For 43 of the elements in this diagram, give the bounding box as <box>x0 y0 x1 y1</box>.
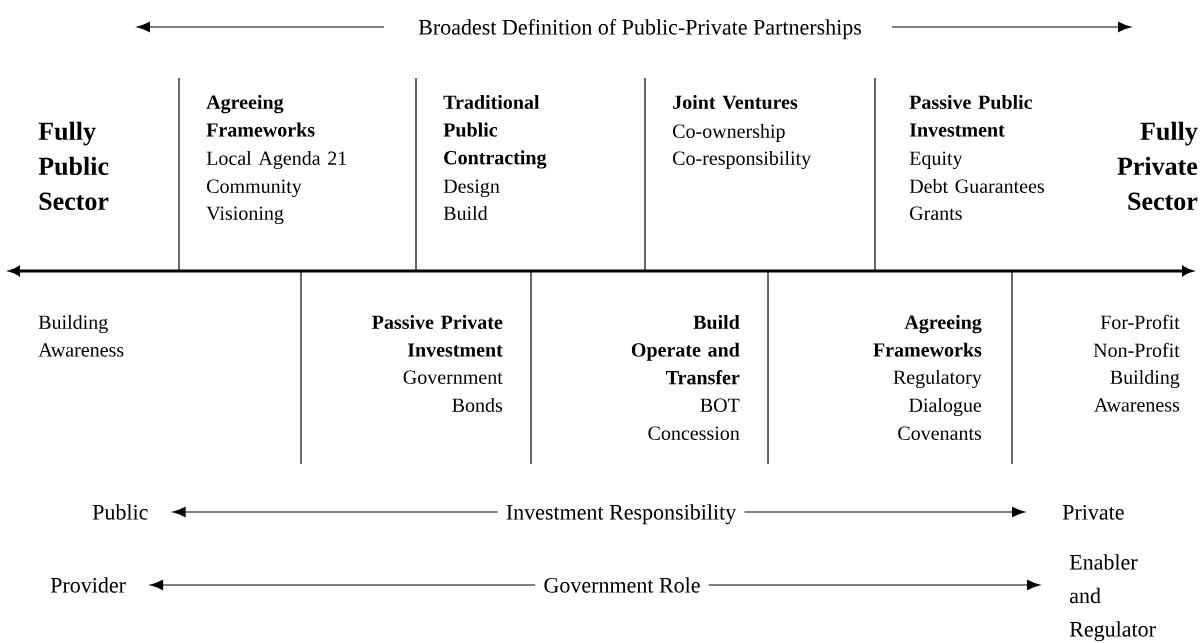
category-item: Local Agenda 21 <box>206 150 347 170</box>
category-item: Design <box>443 179 500 198</box>
arrow <box>136 21 385 33</box>
arrow <box>708 579 1041 591</box>
category-item: Equity <box>909 151 963 170</box>
category-item: Community <box>207 179 302 198</box>
category-heading: Build Operate and Transfer <box>631 314 740 385</box>
arrow <box>743 506 1026 518</box>
arrow <box>150 579 536 591</box>
category-item: Co-ownership <box>673 123 785 143</box>
scale-end-label: Private <box>1062 504 1124 520</box>
category-item: For-Profit <box>1100 314 1180 329</box>
scale-title: Investment Responsibility <box>506 504 737 525</box>
category-item: Debt Guarantees <box>909 178 1044 193</box>
arrow <box>891 21 1132 33</box>
scale-end-label: Enabler and Regulator <box>1069 554 1156 642</box>
category-heading: Passive Private Investment <box>372 314 503 357</box>
arrow <box>172 506 499 518</box>
category-item: Building Awareness <box>38 314 124 357</box>
category-heading: Traditional Public Contracting <box>443 94 547 169</box>
category-item: Co-responsibility <box>673 150 812 170</box>
category-item: Government <box>403 370 503 384</box>
category-item: Building Awareness <box>1094 369 1180 412</box>
scale-end-label: Provider <box>50 577 126 593</box>
category-item: Bonds <box>452 397 503 412</box>
sector-heading: Fully Public Sector <box>38 121 109 211</box>
category-heading: Agreeing Frameworks <box>873 314 982 357</box>
category-heading: Passive Public Investment <box>909 94 1033 137</box>
category-item: Covenants <box>898 426 982 440</box>
scale-end-label: Public <box>92 504 148 520</box>
category-heading: Joint Ventures <box>673 94 798 110</box>
category-item: Regulatory <box>893 369 982 389</box>
category-item: BOT <box>700 398 740 412</box>
category-item: Build <box>443 205 488 220</box>
category-item: Concession <box>648 426 740 440</box>
scale-title: Government Role <box>544 577 700 593</box>
diagram-title: Broadest Definition of Public-Private Partnerships <box>418 18 862 40</box>
category-heading: Agreeing Frameworks <box>206 94 315 137</box>
sector-heading: Fully Private Sector <box>1117 121 1198 211</box>
category-item: Non-Profit <box>1093 342 1180 357</box>
category-item: Dialogue <box>909 397 982 417</box>
category-item: Grants <box>910 206 962 220</box>
category-item: Visioning <box>206 206 284 225</box>
